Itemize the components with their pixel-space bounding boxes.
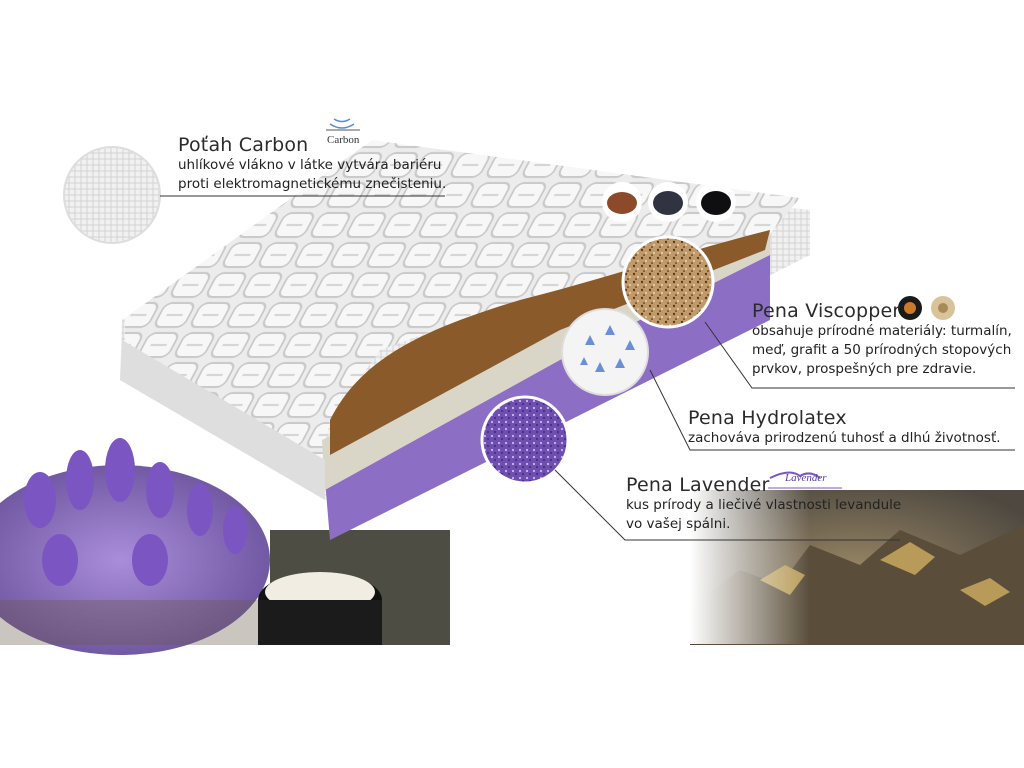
viscopper-badge-icons bbox=[898, 296, 955, 320]
hydrolatex-arrows bbox=[580, 325, 635, 372]
viscopper-desc-line-1: obsahuje prírodné materiály: turmalín, bbox=[752, 323, 1012, 339]
hydrolatex-closeup bbox=[561, 308, 649, 396]
carbon-badge: Carbon bbox=[327, 134, 360, 146]
lavender-flowers-photo bbox=[0, 438, 270, 655]
lavender-desc-line-2: vo vašej spálni. bbox=[626, 516, 731, 532]
lavender-logo-icon bbox=[768, 471, 842, 489]
hydrolatex-annotation: Pena Hydrolatex zachováva prirodzenú tuh… bbox=[688, 407, 1001, 448]
lavender-annotation: Pena Lavender kus prírody a liečivé vlas… bbox=[626, 474, 901, 534]
viscopper-desc-line-2: meď, grafit a 50 prírodných stopových bbox=[752, 342, 1012, 358]
lavender-closeup bbox=[480, 395, 570, 485]
mineral-icons bbox=[602, 182, 736, 222]
lavender-title: Pena Lavender bbox=[626, 474, 770, 496]
carbon-title: Poťah Carbon bbox=[178, 134, 309, 156]
lavender-desc-line-1: kus prírody a liečivé vlastnosti levandu… bbox=[626, 497, 902, 513]
carbon-logo-icon bbox=[326, 118, 360, 131]
hydrolatex-title: Pena Hydrolatex bbox=[688, 407, 847, 429]
carbon-fabric-closeup bbox=[63, 146, 161, 244]
carbon-annotation: Poťah Carbon uhlíkové vlákno v látke vyt… bbox=[178, 134, 446, 194]
leader-lines bbox=[160, 195, 1015, 541]
minerals-photo bbox=[690, 489, 1024, 645]
viscopper-closeup bbox=[621, 235, 715, 329]
hydrolatex-desc-line-1: zachováva prirodzenú tuhosť a dlhú život… bbox=[688, 430, 1001, 446]
viscopper-annotation: Pena Viscopper obsahuje prírodné materiá… bbox=[752, 300, 1012, 379]
carbon-desc-line-1: uhlíkové vlákno v látke vytvára bariéru bbox=[178, 157, 442, 173]
lavender-badge: Lavender bbox=[785, 472, 827, 484]
latex-tree-photo bbox=[258, 529, 510, 645]
viscopper-title: Pena Viscopper bbox=[752, 300, 901, 322]
carbon-desc-line-2: proti elektromagnetickému znečisteniu. bbox=[178, 176, 447, 192]
viscopper-desc-line-3: prvkov, prospešných pre zdravie. bbox=[752, 361, 977, 377]
